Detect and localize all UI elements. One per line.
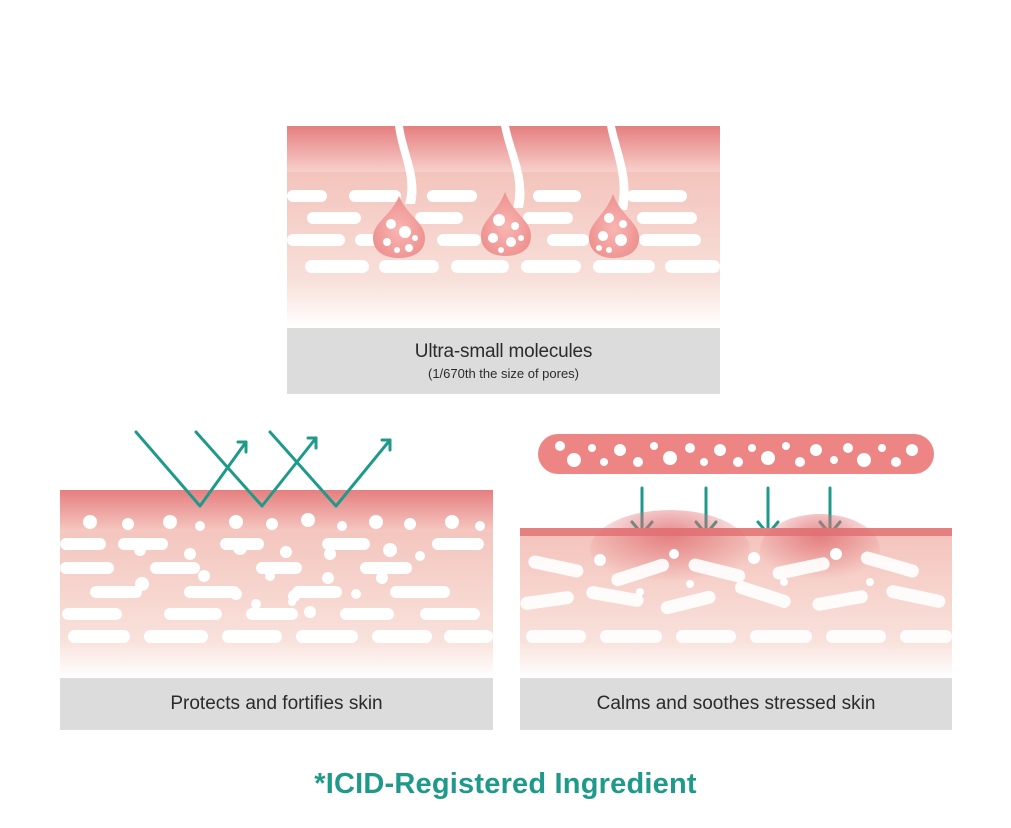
caption-title: Calms and soothes stressed skin (596, 693, 876, 714)
pore-drop-2 (481, 192, 531, 256)
molecule-capsule (538, 434, 934, 474)
reflected-arrows (134, 430, 392, 508)
stressed-cells (520, 551, 952, 643)
caption-title: Ultra-small molecules (414, 341, 593, 362)
pore-drop-3 (589, 194, 639, 258)
dermis-layer (60, 532, 493, 678)
hair-follicles (395, 126, 629, 210)
panel-ultra-small-molecules: Ultra-small molecules (1/670th the size … (287, 126, 720, 394)
caption-subtitle: (1/670th the size of pores) (427, 366, 580, 381)
caption-bar: Protects and fortifies skin (60, 678, 493, 730)
molecules (83, 513, 485, 618)
caption-bar: Ultra-small molecules (1/670th the size … (287, 328, 720, 394)
caption-bar: Calms and soothes stressed skin (520, 678, 952, 730)
skin-cells (60, 538, 493, 643)
soothing-illustration (520, 434, 952, 678)
skin-barrier-illustration (60, 430, 493, 678)
molecules (594, 548, 874, 596)
capsule-molecules (555, 441, 918, 467)
skin-pores-illustration (287, 126, 720, 328)
pore-drop-1 (373, 196, 425, 258)
footnote: *ICID-Registered Ingredient (314, 768, 697, 800)
panel-calms-skin: Calms and soothes stressed skin (520, 426, 952, 730)
caption-title: Protects and fortifies skin (170, 693, 383, 714)
panel-protects-skin: Protects and fortifies skin (60, 426, 493, 730)
